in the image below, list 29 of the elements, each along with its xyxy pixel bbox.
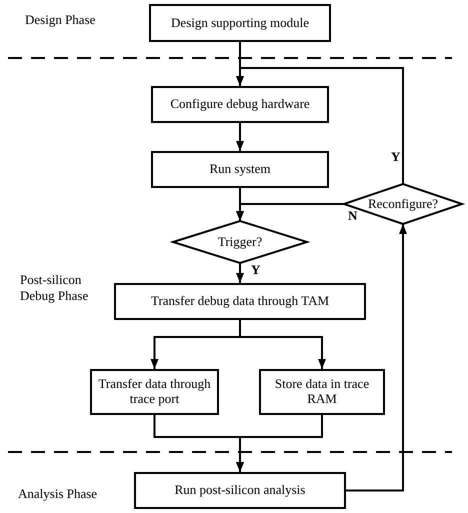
process-box [114,283,366,320]
process-box [149,4,331,42]
arrow [346,224,407,492]
node-text: Store data in trace RAM [274,377,370,407]
process-box [259,369,385,415]
node-text: Run post-silicon analysis [174,483,306,498]
arrow [236,415,323,472]
phase-label: Post-silicon Debug Phase [20,272,90,304]
arrow [236,203,344,221]
node-text: Run system [209,162,271,177]
node-text: Design supporting module [171,16,309,30]
arrow [236,67,404,184]
node-text: Trigger? [218,234,262,250]
node-text: Reconfigure? [368,196,438,212]
node-text: Transfer data through trace port [97,377,212,407]
arrow [236,123,244,151]
node-text: Transfer debug data through TAM [150,294,330,309]
process-box [90,369,219,415]
decision-diamond [344,184,462,224]
arrow [239,320,326,369]
phase-label: Design Phase [25,12,96,28]
node-text: Configure debug hardware [170,97,310,112]
arrow [236,263,244,283]
edge-label: Y [250,263,262,276]
process-box [151,86,329,123]
process-box [134,472,346,509]
process-box [151,151,329,188]
phase-label: Analysis Phase [18,486,98,502]
edge-label: Y [390,150,402,163]
